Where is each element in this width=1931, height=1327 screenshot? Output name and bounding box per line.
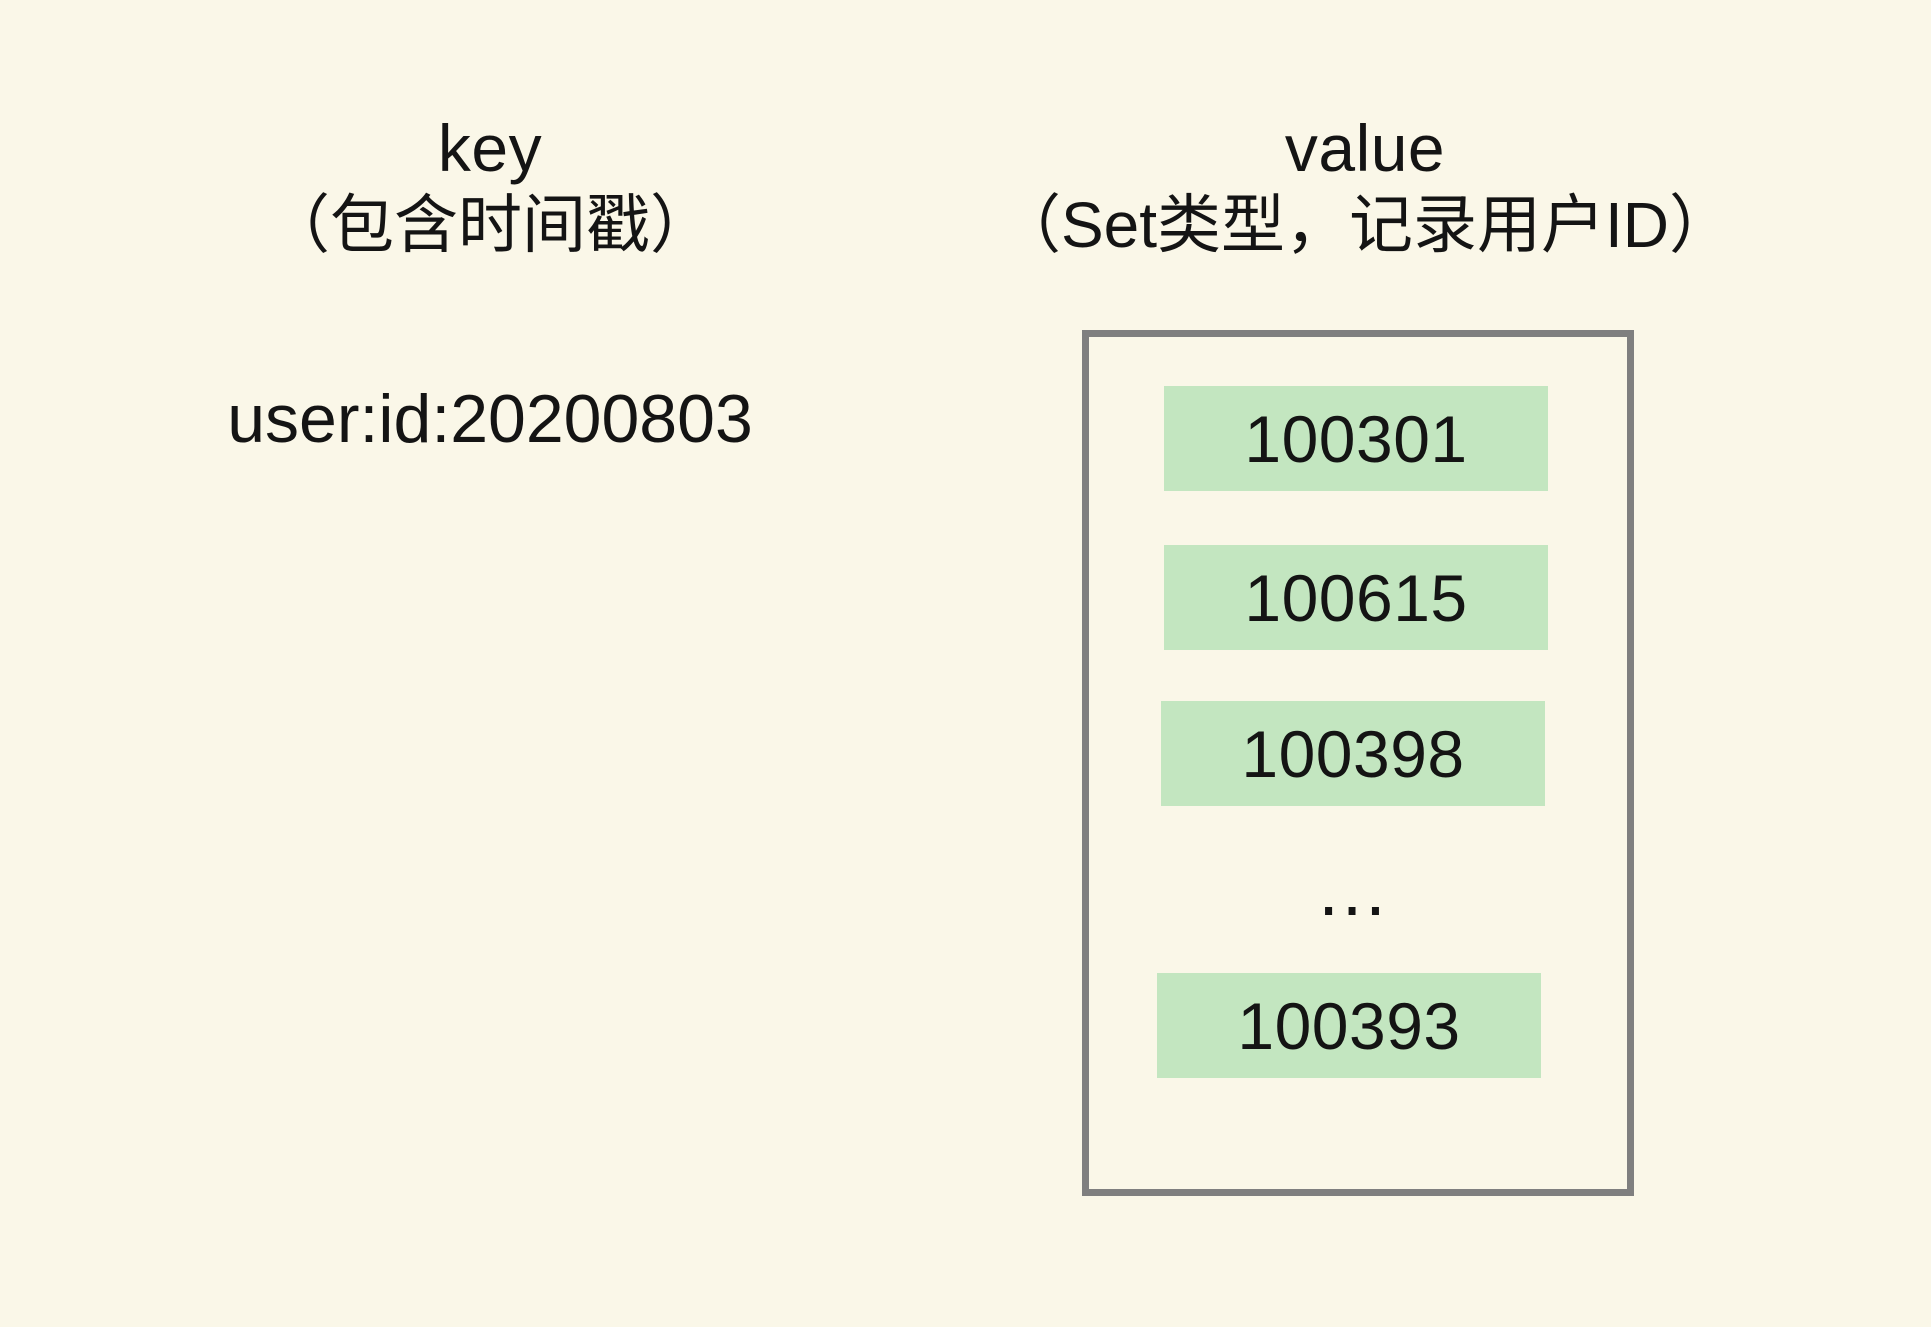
set-members-ellipsis: … bbox=[1315, 847, 1397, 931]
set-member-chip: 100398 bbox=[1161, 701, 1545, 806]
set-member-chip: 100301 bbox=[1164, 386, 1548, 491]
value-title: value bbox=[1284, 111, 1446, 185]
value-subtitle: （Set类型，记录用户ID） bbox=[996, 188, 1734, 261]
value-set-box: 100301 100615 100398 … 100393 bbox=[1082, 330, 1634, 1196]
key-string: user:id:20200803 bbox=[227, 381, 753, 457]
key-subtitle: （包含时间戳） bbox=[266, 188, 714, 261]
set-member-chip: 100393 bbox=[1157, 973, 1541, 1078]
set-member-chip: 100615 bbox=[1164, 545, 1548, 650]
key-column-heading: key （包含时间戳） bbox=[0, 110, 980, 263]
value-column-heading: value （Set类型，记录用户ID） bbox=[905, 110, 1825, 263]
key-title: key bbox=[437, 111, 543, 185]
